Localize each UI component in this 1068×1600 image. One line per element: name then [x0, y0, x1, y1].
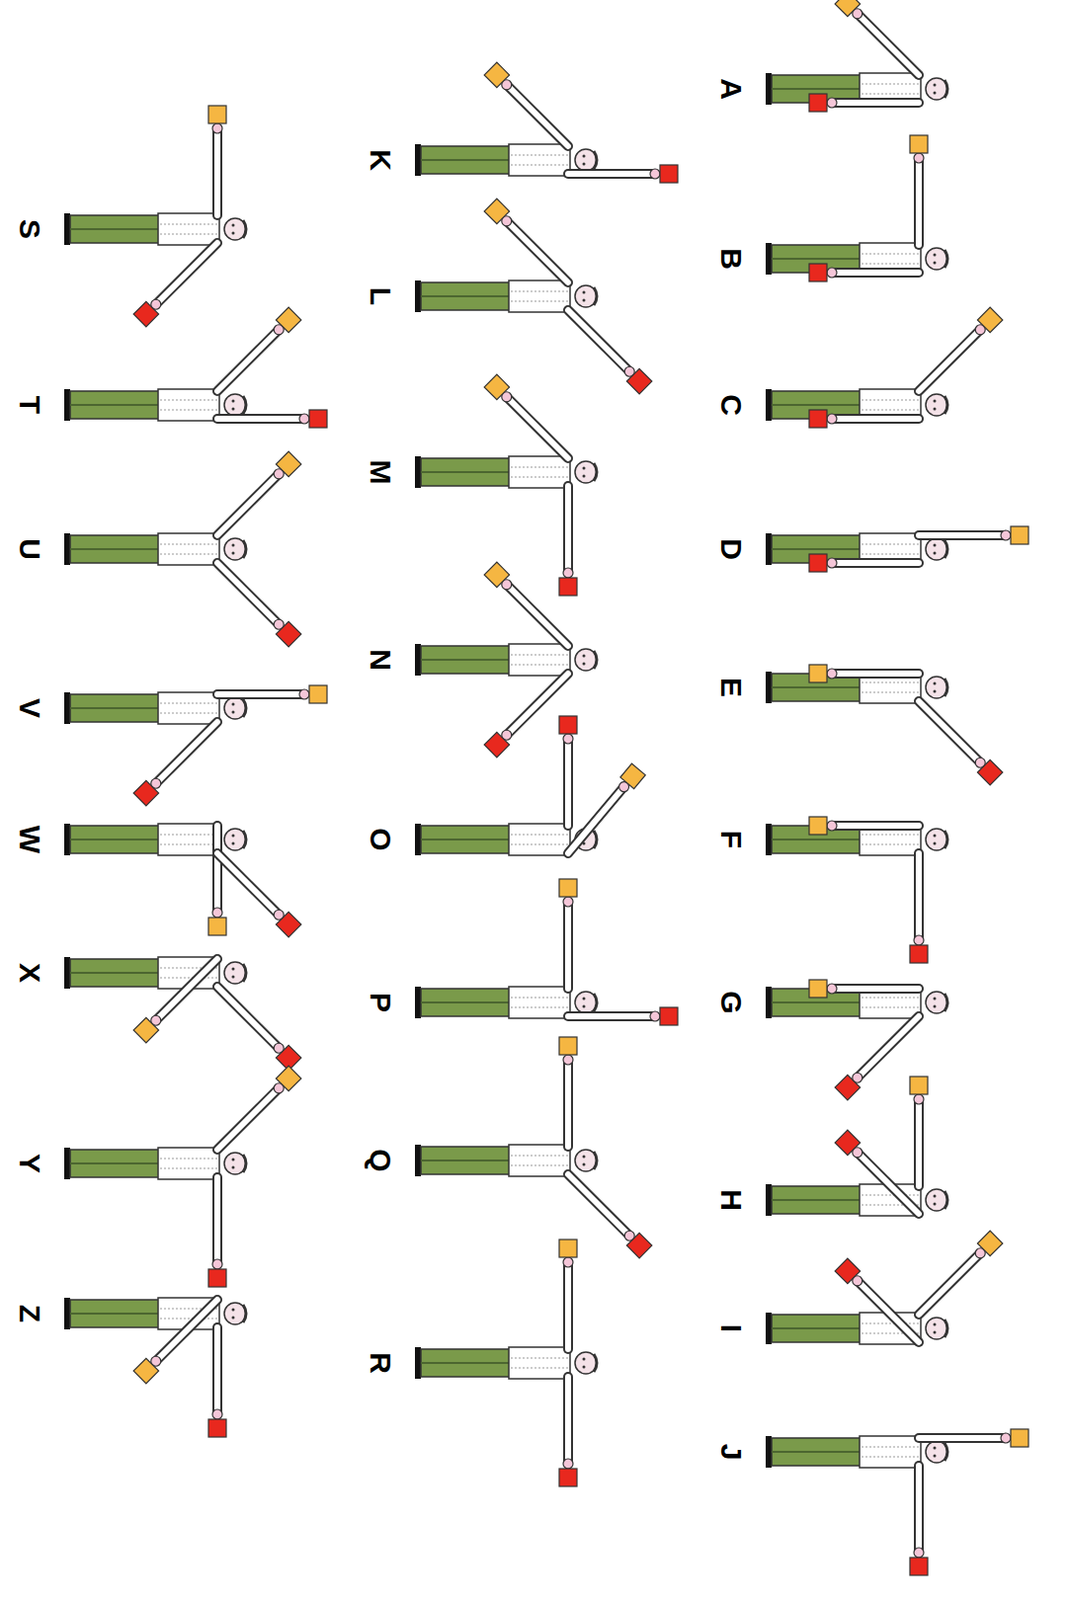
- letter-label: R: [365, 1352, 396, 1375]
- letter-label: S: [14, 219, 45, 240]
- letter-label: E: [716, 677, 746, 698]
- letter-label: C: [716, 394, 746, 416]
- letter-label: Q: [365, 1149, 396, 1172]
- letter-label: D: [716, 538, 746, 561]
- letter-label: Y: [14, 1153, 45, 1174]
- letter-label: H: [716, 1189, 746, 1212]
- letter-label: X: [14, 963, 45, 984]
- letter-label: T: [14, 396, 45, 414]
- letter-label: U: [14, 538, 45, 561]
- letter-label: F: [716, 830, 746, 849]
- letter-label: I: [716, 1324, 746, 1333]
- letter-label: Z: [14, 1305, 45, 1323]
- letter-label: N: [365, 649, 396, 671]
- letter-label: K: [365, 149, 396, 171]
- letter-label: L: [365, 287, 396, 306]
- letter-label: W: [14, 825, 45, 854]
- letter-label: A: [716, 78, 746, 100]
- letter-label: V: [14, 698, 45, 719]
- letter-label: B: [716, 247, 746, 270]
- letter-label: O: [365, 827, 396, 851]
- letter-label: M: [365, 460, 396, 486]
- letter-label: P: [365, 992, 396, 1013]
- letter-label: J: [716, 1444, 746, 1462]
- letter-label: G: [716, 990, 746, 1014]
